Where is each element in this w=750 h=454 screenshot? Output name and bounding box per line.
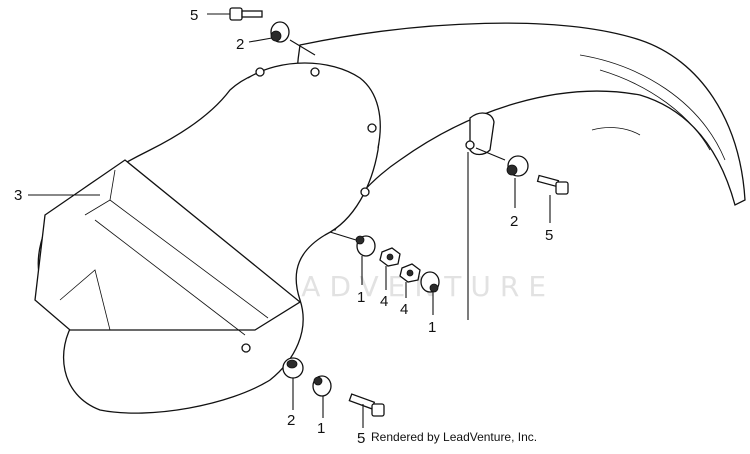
callout-2-right: 2 [510,213,518,230]
callout-3: 3 [14,187,22,204]
bolt-bottom [348,393,385,417]
callout-1-left: 1 [357,289,365,306]
nut-left [379,247,401,267]
grommet-top [270,21,290,43]
callout-5-top: 5 [190,7,198,24]
grommet-bottom [282,357,304,379]
callout-2-bottom: 2 [287,412,295,429]
callout-2-top: 2 [236,36,244,53]
callout-4-left: 4 [380,293,388,310]
callout-5-right: 5 [545,227,553,244]
callout-5-bottom: 5 [357,430,365,447]
leader-top [289,39,316,56]
callout-1-right: 1 [428,319,436,336]
nut-right [399,263,421,283]
callout-4-right: 4 [400,301,408,318]
leader-right [475,147,506,161]
bolt-right [536,174,569,195]
collar-left [355,235,376,257]
leader-mid [329,231,357,241]
callout-leader-2-top [248,37,273,43]
attribution-footer: Rendered by LeadVenture, Inc. [371,430,538,444]
collar-bottom [312,375,332,397]
collar-right [420,271,440,293]
fender-liner [34,62,381,414]
grommet-right [506,155,529,177]
callout-1-bottom: 1 [317,420,325,437]
bolt-top [229,7,263,21]
front-fender [295,22,746,231]
